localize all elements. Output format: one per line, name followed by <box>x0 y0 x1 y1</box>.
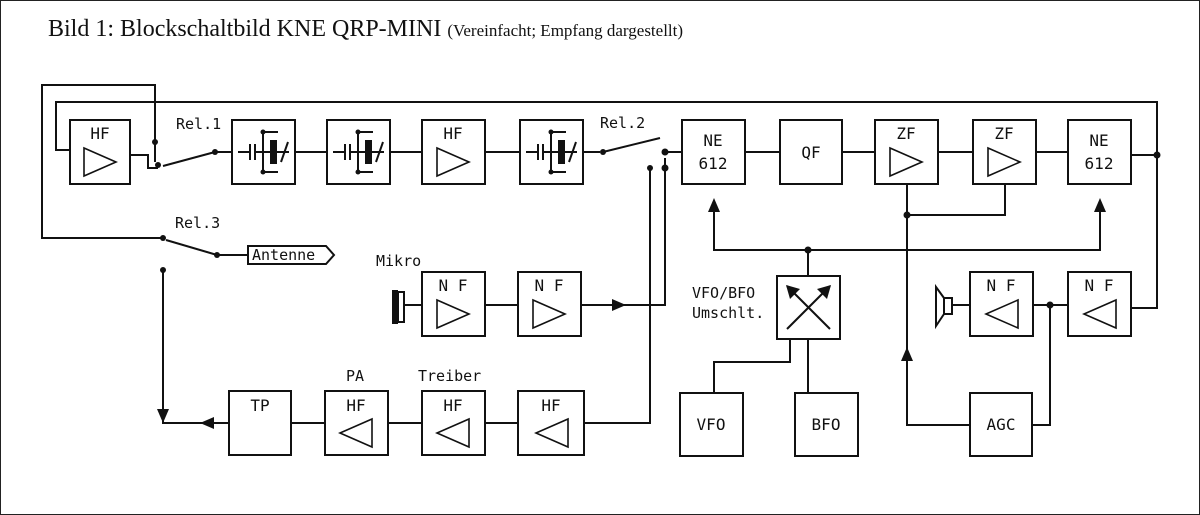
block-ne612-detector: NE 612 <box>1067 119 1132 185</box>
svg-text:HF: HF <box>346 396 365 415</box>
block-ne612-mixer: NE 612 <box>681 119 746 185</box>
svg-text:ZF: ZF <box>994 124 1013 143</box>
svg-text:TP: TP <box>250 396 269 415</box>
umschlt-label: Umschlt. <box>692 304 764 322</box>
svg-text:AGC: AGC <box>987 415 1016 434</box>
block-vfo: VFO <box>679 392 744 457</box>
amplifier-left-icon <box>1082 298 1117 330</box>
mikro-label: Mikro <box>376 252 421 270</box>
amplifier-right-icon <box>987 146 1022 178</box>
block-hf-driver: HF <box>421 390 486 456</box>
antenna-label: Antenne <box>252 246 315 264</box>
wire-zf2-agc <box>907 184 1006 216</box>
svg-text:N F: N F <box>439 276 468 295</box>
block-tp: TP <box>228 390 292 456</box>
rel3-label: Rel.3 <box>175 214 220 232</box>
block-nf-out1: N F <box>969 271 1034 337</box>
svg-text:NE: NE <box>703 131 722 150</box>
pa-label: PA <box>346 367 364 385</box>
wire-switch-vfo <box>713 339 791 393</box>
vfo-bfo-label: VFO/BFO <box>692 284 755 302</box>
block-agc: AGC <box>969 392 1033 457</box>
block-nf-out2: N F <box>1067 271 1132 337</box>
junction-dots <box>661 148 1161 309</box>
amplifier-left-icon <box>435 417 470 449</box>
rel1-label: Rel.1 <box>176 115 221 133</box>
block-bandpass-filter-1 <box>231 119 296 185</box>
block-hf-tx: HF <box>517 390 585 456</box>
block-vfo-bfo-switch <box>776 275 841 340</box>
arrow-to-ne612-det <box>1094 198 1106 212</box>
block-zf2: ZF <box>972 119 1037 185</box>
wire-switch-ne612b <box>808 210 1101 251</box>
arrow-to-tp-output <box>200 417 214 429</box>
wire-nf-agc <box>1032 305 1051 426</box>
relay-rel1 <box>152 139 218 168</box>
microphone-icon <box>392 290 405 324</box>
rel2-label: Rel.2 <box>600 114 645 132</box>
arrow-ne-icon <box>786 285 800 299</box>
block-hf-rx2: HF <box>421 119 486 185</box>
wire-right-down <box>1131 155 1158 309</box>
svg-text:ZF: ZF <box>896 124 915 143</box>
lc-resonator-icon <box>333 129 384 175</box>
amplifier-right-icon <box>436 146 471 178</box>
block-bfo: BFO <box>794 392 859 457</box>
wire-rel1-to-rel3 <box>41 84 163 239</box>
svg-text:VFO: VFO <box>697 415 726 434</box>
wire-top-bus <box>55 101 1158 155</box>
svg-text:612: 612 <box>1085 154 1114 173</box>
treiber-label: Treiber <box>418 367 481 385</box>
amplifier-right-icon <box>889 146 924 178</box>
svg-text:HF: HF <box>443 396 462 415</box>
arrow-nf-to-rel2 <box>612 299 626 311</box>
wire-zf1-agc <box>906 184 970 426</box>
amplifier-right-icon <box>532 298 567 330</box>
arrow-agc-up <box>901 347 913 361</box>
relay-rel3 <box>160 235 220 273</box>
svg-text:BFO: BFO <box>812 415 841 434</box>
svg-text:QF: QF <box>801 143 820 162</box>
wire-rel2-to-txhf <box>584 168 651 424</box>
block-nf-mic2: N F <box>517 271 582 337</box>
arrowheads <box>157 198 1106 429</box>
title-main: Bild 1: Blockschaltbild KNE QRP-MINI <box>48 16 442 42</box>
diagram-title: Bild 1: Blockschaltbild KNE QRP-MINI (Ver… <box>48 16 683 43</box>
relay-rel2 <box>600 137 668 171</box>
svg-text:N F: N F <box>535 276 564 295</box>
lc-resonator-icon <box>238 129 289 175</box>
svg-text:HF: HF <box>541 396 560 415</box>
block-qf: QF <box>779 119 843 185</box>
wire-rel2-to-nf <box>605 158 666 306</box>
wire-hf1-out <box>130 154 158 169</box>
amplifier-left-icon <box>338 417 373 449</box>
block-hf-rx1: HF <box>69 119 131 185</box>
title-subtitle: (Vereinfacht; Empfang dargestellt) <box>447 21 684 40</box>
antenna-connector: Antenne <box>247 245 336 265</box>
block-bandpass-filter-2 <box>326 119 391 185</box>
svg-text:HF: HF <box>90 124 109 143</box>
lc-resonator-icon <box>526 129 577 175</box>
svg-text:612: 612 <box>699 154 728 173</box>
block-zf1: ZF <box>874 119 939 185</box>
amplifier-left-icon <box>984 298 1019 330</box>
wire-tp-rel3 <box>162 272 229 424</box>
arrow-to-ne612-mix <box>708 198 720 212</box>
amplifier-right-icon <box>436 298 471 330</box>
arrow-nw-icon <box>817 285 831 299</box>
block-hf-pa: HF <box>324 390 389 456</box>
svg-text:N F: N F <box>1085 276 1114 295</box>
amplifier-right-icon <box>83 146 118 178</box>
block-bandpass-filter-3 <box>519 119 584 185</box>
svg-text:N F: N F <box>987 276 1016 295</box>
wire-switch-ne612a <box>713 210 809 276</box>
svg-text:NE: NE <box>1089 131 1108 150</box>
amplifier-left-icon <box>534 417 569 449</box>
block-nf-mic1: N F <box>421 271 486 337</box>
speaker-icon <box>935 283 953 330</box>
wires <box>41 84 1158 426</box>
svg-text:HF: HF <box>443 124 462 143</box>
arrow-to-rel3 <box>157 409 169 423</box>
